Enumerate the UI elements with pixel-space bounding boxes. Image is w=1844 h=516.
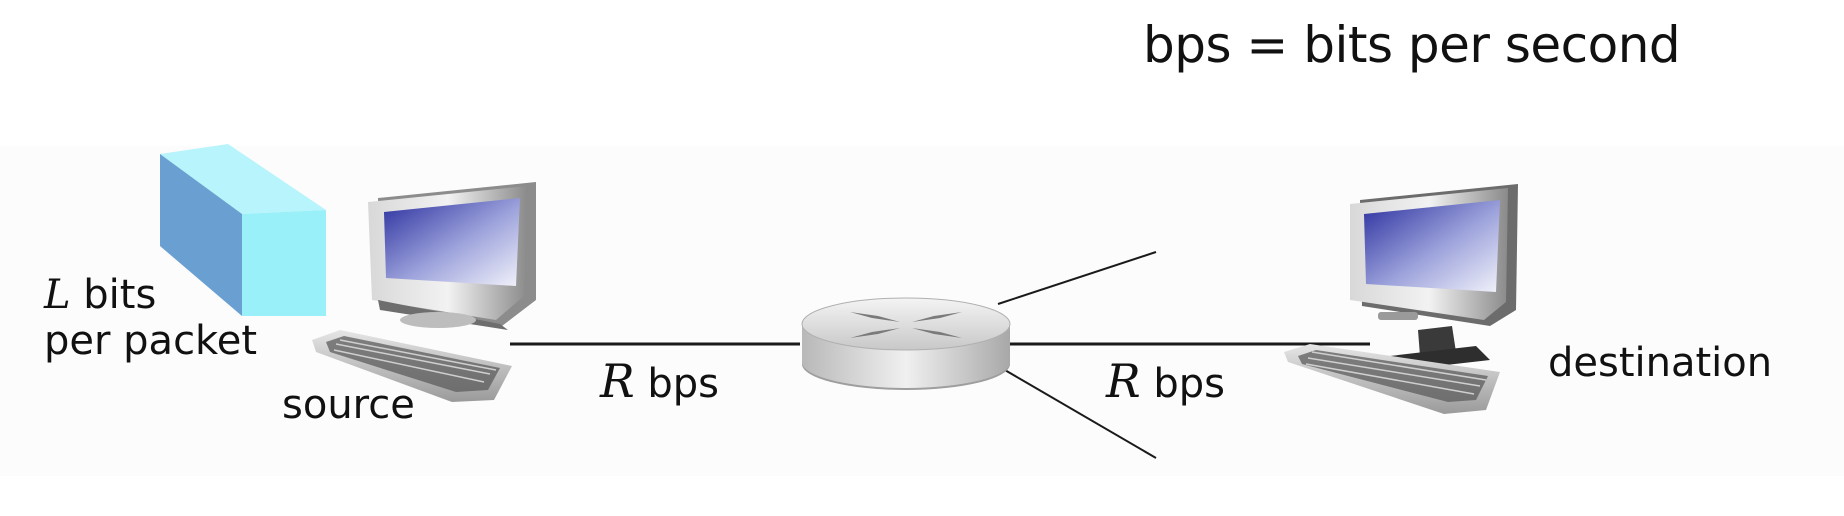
link-router-upper [997, 251, 1157, 305]
packet-size-label: L bits per packet [44, 272, 257, 364]
link-rate-right: R bps [1106, 354, 1225, 408]
packet-box-icon [160, 144, 326, 316]
packet-size-unit: bits [70, 272, 157, 318]
link-lines [510, 251, 1370, 459]
packet-size-line2: per packet [44, 318, 258, 364]
rate-symbol-left: R [600, 354, 635, 408]
rate-symbol-right: R [1106, 354, 1141, 408]
source-label: source [282, 382, 415, 428]
router-icon [801, 297, 1011, 390]
rate-unit-right: bps [1140, 361, 1225, 407]
destination-label: destination [1548, 340, 1773, 386]
legend-text: bps = bits per second [1143, 16, 1681, 74]
packet-size-symbol: L [44, 272, 71, 318]
source-computer-icon [312, 182, 536, 402]
link-rate-left: R bps [600, 354, 719, 408]
rate-unit-left: bps [634, 361, 719, 407]
link-router-lower [997, 365, 1157, 459]
destination-computer-icon [1284, 184, 1518, 414]
